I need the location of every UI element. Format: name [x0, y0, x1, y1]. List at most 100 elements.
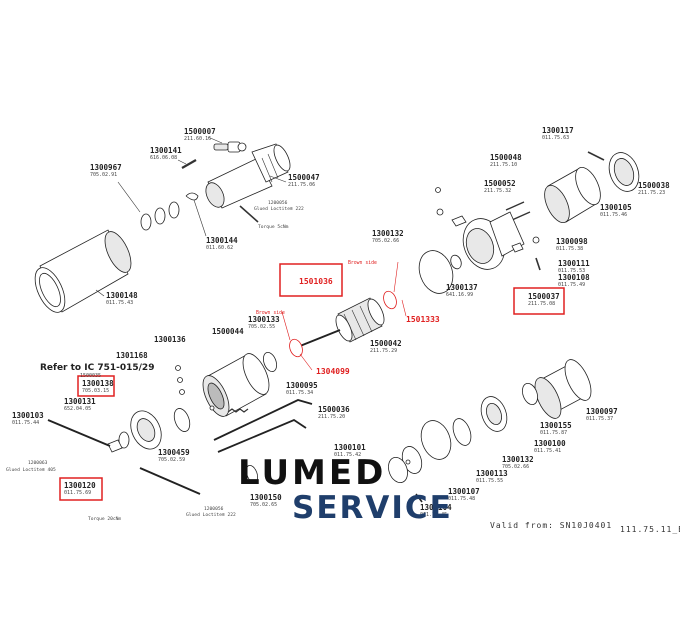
part-number-p1300104: 1300104 — [420, 503, 452, 512]
o-ring-1300459-drawing — [173, 408, 191, 432]
part-code-p1300120: 011.75.69 — [64, 490, 91, 496]
part-code-p1300100: 011.75.41 — [534, 448, 561, 454]
ref-note: Refer to IC 751-015/29 — [40, 363, 154, 373]
part-code-p1500036: 211.75.20 — [318, 414, 345, 420]
cap-1500038-drawing — [608, 152, 640, 192]
part-code-p1300150: 705.02.65 — [250, 502, 277, 508]
head-1300097-drawing — [534, 359, 592, 419]
part-code-p1300117: 011.75.63 — [542, 135, 569, 141]
part-number-p1300097: 1300097 — [586, 407, 618, 416]
part-code-p1300108: 011.75.49 — [558, 282, 585, 288]
highlight-box-1300120 — [59, 477, 103, 501]
brown-side-note-1: Brown side — [348, 260, 377, 266]
rod-1500036-drawing — [213, 399, 313, 441]
part-code-p1500052: 211.75.32 — [484, 188, 511, 194]
part-number-p1300132a: 1300132 — [372, 229, 404, 238]
part-code-p1500037: 211.75.08 — [528, 301, 555, 307]
part-code-p1300097: 011.75.37 — [586, 416, 613, 422]
motor-1500044-drawing — [202, 353, 270, 417]
screw-1300120-drawing — [139, 467, 201, 495]
part-number-p1300117: 1300117 — [542, 126, 574, 135]
part-code-p1500047: 211.75.06 — [288, 182, 315, 188]
highlight-box-1501036 — [279, 263, 343, 297]
logo-service: SERVICE — [292, 490, 453, 526]
part-number-p1500048: 1500048 — [490, 153, 522, 162]
o-ring-1300150-drawing — [245, 464, 259, 484]
part-code-p1300141: 616.06.08 — [150, 155, 177, 161]
part-code-p1300104: 011.75.45 — [420, 512, 447, 518]
glued-note-1: 1200056 — [268, 200, 288, 206]
part-number-p1501036: 1501036 — [299, 277, 333, 286]
part-number-p1300095: 1300095 — [286, 381, 318, 390]
part-number-p1304099: 1304099 — [316, 367, 350, 376]
part-number-p1300137: 1300137 — [446, 283, 478, 292]
part-number-p1300120: 1300120 — [64, 481, 96, 490]
glued-note-2b: Glued Loctite® 405 — [6, 467, 56, 473]
part-code-p1300132a: 705.02.66 — [372, 238, 399, 244]
part-code-p1300133: 705.02.55 — [248, 324, 275, 330]
glued-note-3: 1200056 — [204, 506, 224, 512]
tube-1300148-drawing — [34, 229, 132, 313]
torque-note-2: Torque 20cNm — [88, 516, 121, 522]
part-1300098-drawing — [532, 236, 540, 244]
clip-1300144-drawing — [185, 192, 199, 201]
small-parts-1500052-drawing — [435, 187, 531, 227]
o-ring-large-drawing — [420, 420, 452, 460]
part-number-p1300155: 1300155 — [540, 421, 572, 430]
part-code-p1300107: 011.75.48 — [448, 496, 475, 502]
screws-1300136-drawing — [175, 365, 185, 395]
part-code-p1300101: 011.75.42 — [334, 452, 361, 458]
cylinder-1300100-drawing — [480, 396, 508, 432]
part-code-p1500007: 211.60.16 — [184, 136, 211, 142]
part-code-p1300148: 011.75.43 — [106, 300, 133, 306]
part-number-p1500042: 1500042 — [370, 339, 402, 348]
o-ring-1300132b-drawing — [452, 418, 472, 446]
rod-1300101-drawing — [217, 418, 307, 453]
sleeve-1500047-drawing — [205, 143, 291, 209]
bearing-1304099-drawing — [289, 338, 303, 358]
pin-1300104-drawing — [415, 493, 423, 503]
part-number-p1300133: 1300133 — [248, 315, 280, 324]
o-ring-1300132a-drawing — [418, 250, 454, 294]
pin-1300141-drawing — [181, 159, 197, 169]
part-number-p1300459: 1300459 — [158, 448, 190, 457]
part-number-p1300108: 1300108 — [558, 273, 590, 282]
valid-from: Valid from: SN10J0401 — [490, 521, 612, 530]
part-code-p1300138: 705.03.15 — [82, 388, 109, 394]
glued-note-2: 1200063 — [28, 460, 48, 466]
part-1300111-drawing — [535, 257, 541, 271]
part-number-p1300150: 1300150 — [250, 493, 282, 502]
part-code-p1500048: 211.75.10 — [490, 162, 517, 168]
glued-note-3b: Glued Loctite® 222 — [186, 512, 236, 518]
part-number-p1500047: 1500047 — [288, 173, 320, 182]
part-number-p1500044: 1500044 — [212, 327, 244, 336]
housing-1300137-drawing — [462, 211, 525, 270]
bearing-1501333-drawing — [383, 290, 397, 310]
part-labels: 1500007211.60.161300141616.06.0813009677… — [12, 126, 670, 518]
plate-1300107-drawing — [388, 457, 408, 483]
torque-note-1: Torque 5cNm — [258, 224, 289, 230]
part-number-p1500052: 1500052 — [484, 179, 516, 188]
part-number-p1300132b: 1300132 — [502, 455, 534, 464]
ref-sub: 1500035 — [80, 373, 101, 379]
part-code-p1300095: 011.75.34 — [286, 390, 313, 396]
part-code-p1300098: 011.75.38 — [556, 246, 583, 252]
part-1300131-drawing — [107, 439, 123, 453]
glued-note-1b: Glued Loctite® 222 — [254, 206, 304, 212]
part-code-p1300131: 652.04.05 — [64, 406, 91, 412]
part-number-p1501333: 1501333 — [406, 315, 440, 324]
valve-1500007-drawing — [213, 141, 247, 153]
cylinder-1300105-drawing — [544, 166, 601, 224]
part-number-p1500036: 1500036 — [318, 405, 350, 414]
part-code-p1300111: 011.75.53 — [558, 268, 585, 274]
washer-1300138-drawing — [118, 431, 130, 449]
part-number-p1301168: 1301168 — [116, 351, 148, 360]
part-number-p1300138: 1300138 — [82, 379, 114, 388]
part-number-p1300148: 1300148 — [106, 291, 138, 300]
part-code-p1300459: 705.02.59 — [158, 457, 185, 463]
part-code-p1300967: 705.02.91 — [90, 172, 117, 178]
part-number-p1300113: 1300113 — [476, 469, 508, 478]
part-number-p1300105: 1300105 — [600, 203, 632, 212]
part-number-p1300144: 1300144 — [206, 236, 238, 245]
